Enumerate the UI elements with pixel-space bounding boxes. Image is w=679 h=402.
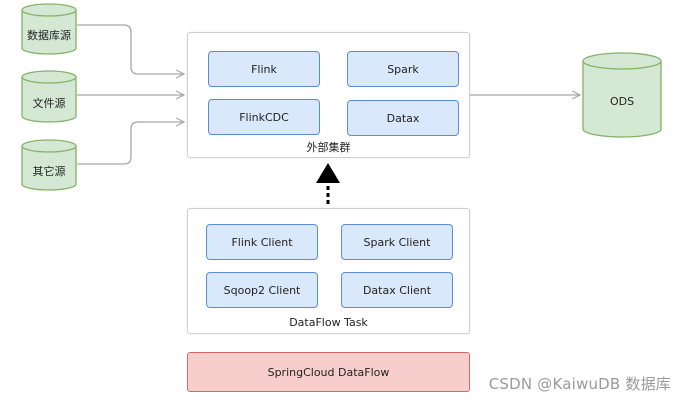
datax-node: Datax xyxy=(347,100,459,136)
external-cluster-panel: Flink Spark FlinkCDC Datax 外部集群 xyxy=(187,32,470,158)
flink-node: Flink xyxy=(208,51,320,87)
database-source-label-wrap: 数据库源 xyxy=(22,27,76,43)
flink-client-node: Flink Client xyxy=(206,224,318,260)
csdn-watermark: CSDN @KaiwuDB 数据库 xyxy=(488,375,671,393)
spark-node: Spark xyxy=(347,51,459,87)
ods-label-wrap: ODS xyxy=(583,95,661,111)
flinkcdc-node: FlinkCDC xyxy=(208,99,320,135)
other-source-label-wrap: 其它源 xyxy=(22,163,76,179)
sqoop2-client-node: Sqoop2 Client xyxy=(206,272,318,308)
connector-db-to-cluster xyxy=(77,24,184,74)
file-source-label-wrap: 文件源 xyxy=(22,95,76,111)
ods-cylinder xyxy=(582,52,662,138)
ods-label: ODS xyxy=(609,95,635,108)
spark-client-node: Spark Client xyxy=(341,224,453,260)
datax-client-node: Datax Client xyxy=(341,272,453,308)
file-source-label: 文件源 xyxy=(32,97,66,110)
other-source-cylinder xyxy=(21,139,77,191)
submit-arrow xyxy=(316,163,340,204)
dataflow-task-caption: DataFlow Task xyxy=(289,316,368,329)
database-source-cylinder xyxy=(21,3,77,55)
other-source-label: 其它源 xyxy=(32,165,66,178)
dataflow-task-panel: Flink Client Spark Client Sqoop2 Client … xyxy=(187,208,470,334)
database-source-label: 数据库源 xyxy=(27,29,71,42)
springcloud-dataflow-bar: SpringCloud DataFlow xyxy=(187,352,470,392)
external-cluster-caption: 外部集群 xyxy=(306,141,351,154)
connector-other-to-cluster xyxy=(77,122,184,165)
file-source-cylinder xyxy=(21,70,77,123)
